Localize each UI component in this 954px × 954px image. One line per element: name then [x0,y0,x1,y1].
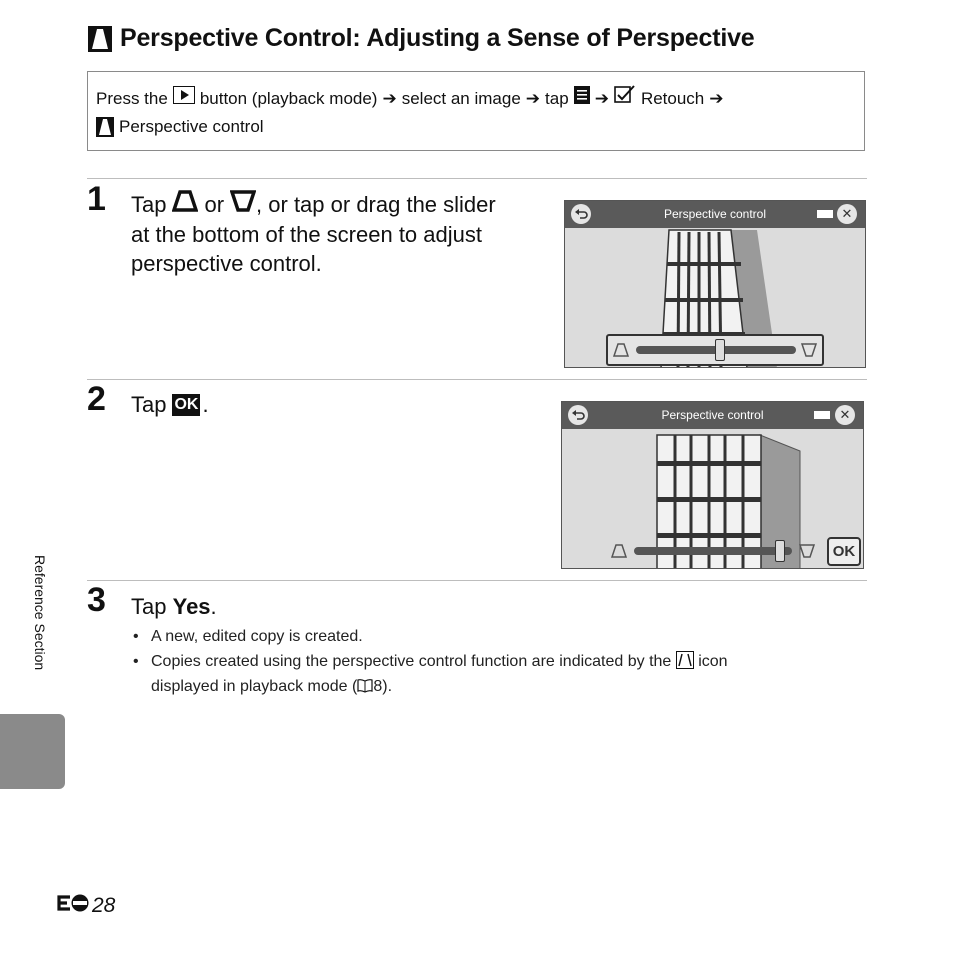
nav-perspective-text: Perspective control [119,117,264,136]
step-2-tap: Tap [131,392,167,417]
ok-icon: OK [172,393,201,416]
nav-line-1: Press the button (playback mode) ➔ selec… [96,84,856,113]
arrow-right-icon: ➔ [525,88,541,108]
slider-panel [608,539,822,565]
bullet-1-text: A new, edited copy is created. [151,628,363,645]
bullet-2-text-a: Copies created using the perspective con… [151,653,672,670]
bullet-2-text-b: icon [698,653,728,670]
back-button[interactable] [571,204,591,224]
step-2-period: . [202,392,209,417]
nav-press-text: Press the [96,88,168,108]
screen-title: Perspective control [663,207,767,221]
arrow-right-icon: ➔ [594,88,609,108]
perspective-up-icon [172,189,199,220]
close-button[interactable]: ✕ [835,405,855,425]
ok-button[interactable]: OK [827,537,861,566]
side-section-label: Reference Section [32,555,48,671]
arrow-right-icon: ➔ [709,88,724,108]
bullet-2-text-c: displayed in playback mode ( [151,678,358,695]
page-number-text: 28 [92,894,116,917]
perspective-up-icon[interactable] [612,342,630,358]
nav-line-2: Perspective control [96,113,856,141]
playback-button-icon [172,85,195,113]
bullet-item: A new, edited copy is created. [133,626,728,648]
nav-retouch-text: Retouch [640,88,705,108]
step-2-text: Tap OK . [131,390,209,419]
step-3-number: 3 [87,581,106,619]
nav-button-desc: button (playback mode) [199,88,378,108]
building-image [660,229,777,367]
retouch-icon [614,84,636,113]
camera-screen-1: Perspective control ✕ [564,200,866,368]
nav-tap-text: tap [545,88,569,108]
perspective-up-icon[interactable] [610,543,628,559]
page-title-text: Perspective Control: Adjusting a Sense o… [120,24,755,52]
step-1-or: or [204,192,225,217]
step-3-tap: Tap [131,594,167,619]
page-number: 28 [56,893,115,919]
slider-track[interactable] [634,547,792,555]
slider-handle[interactable] [715,339,726,361]
menu-icon [573,85,590,113]
arrow-right-icon: ➔ [382,88,397,108]
perspective-control-icon [96,117,114,137]
navigation-path-box: Press the button (playback mode) ➔ selec… [87,71,865,151]
step-3-period: . [210,594,217,619]
slider-handle[interactable] [775,540,786,562]
screen-title-bar: Perspective control [562,402,863,429]
step-3-yes: Yes [172,594,211,619]
separator [87,178,867,179]
perspective-control-icon [88,25,112,52]
step-1-line-2: at the bottom of the screen to adjust [131,222,482,247]
step-1-tap: Tap [131,192,167,217]
side-section-tab [0,714,65,789]
ok-icon-label: OK [174,395,199,413]
separator [87,379,867,380]
reference-section-icon [56,893,90,919]
bullet-item: Copies created using the perspective con… [133,651,728,700]
separator [87,580,867,581]
screen-title-bar: Perspective control [565,201,865,228]
perspective-down-icon[interactable] [800,342,818,358]
book-icon [357,678,373,700]
camera-screen-2: Perspective control ✕ OK [561,401,864,569]
step-1-text: Tap or , or tap or drag the slider at th… [131,189,496,278]
page-title: Perspective Control: Adjusting a Sense o… [88,24,755,53]
back-button[interactable] [568,405,588,425]
battery-icon [814,411,830,419]
bullet-2-text-d: 8). [373,678,393,695]
step-3-text: Tap Yes. [131,592,217,621]
nav-select-text: select an image [401,88,521,108]
step-1-rest: , or tap or drag the slider [256,192,496,217]
step-1-line-3: perspective control. [131,251,322,276]
ok-button-label: OK [832,543,856,560]
step-2-number: 2 [87,380,106,418]
perspective-corrected-icon [675,651,694,676]
perspective-down-icon[interactable] [798,543,816,559]
step-1-number: 1 [87,180,106,218]
slider-panel [606,334,824,366]
close-button[interactable]: ✕ [837,204,857,224]
screen-title: Perspective control [661,408,764,422]
battery-icon [817,210,833,218]
building-image [656,434,801,568]
perspective-down-icon [229,189,257,220]
bullet-list: A new, edited copy is created. Copies cr… [133,626,728,703]
